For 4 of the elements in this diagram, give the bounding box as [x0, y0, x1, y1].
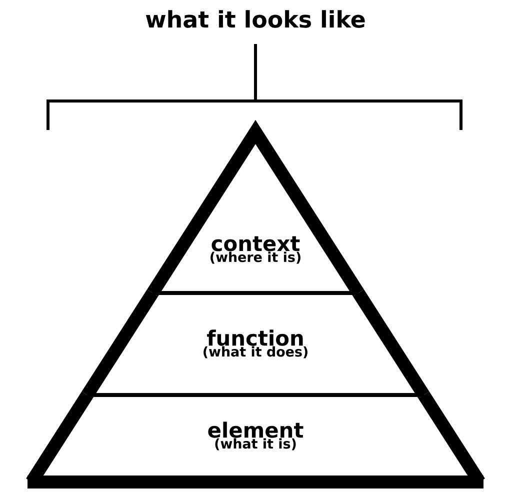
pyramid-layer: element (what it is)	[25, 388, 486, 488]
pyramid-layer: context (where it is)	[147, 120, 364, 296]
pyramid-layer: function (what it does)	[80, 286, 430, 402]
title: what it looks like	[146, 10, 365, 28]
